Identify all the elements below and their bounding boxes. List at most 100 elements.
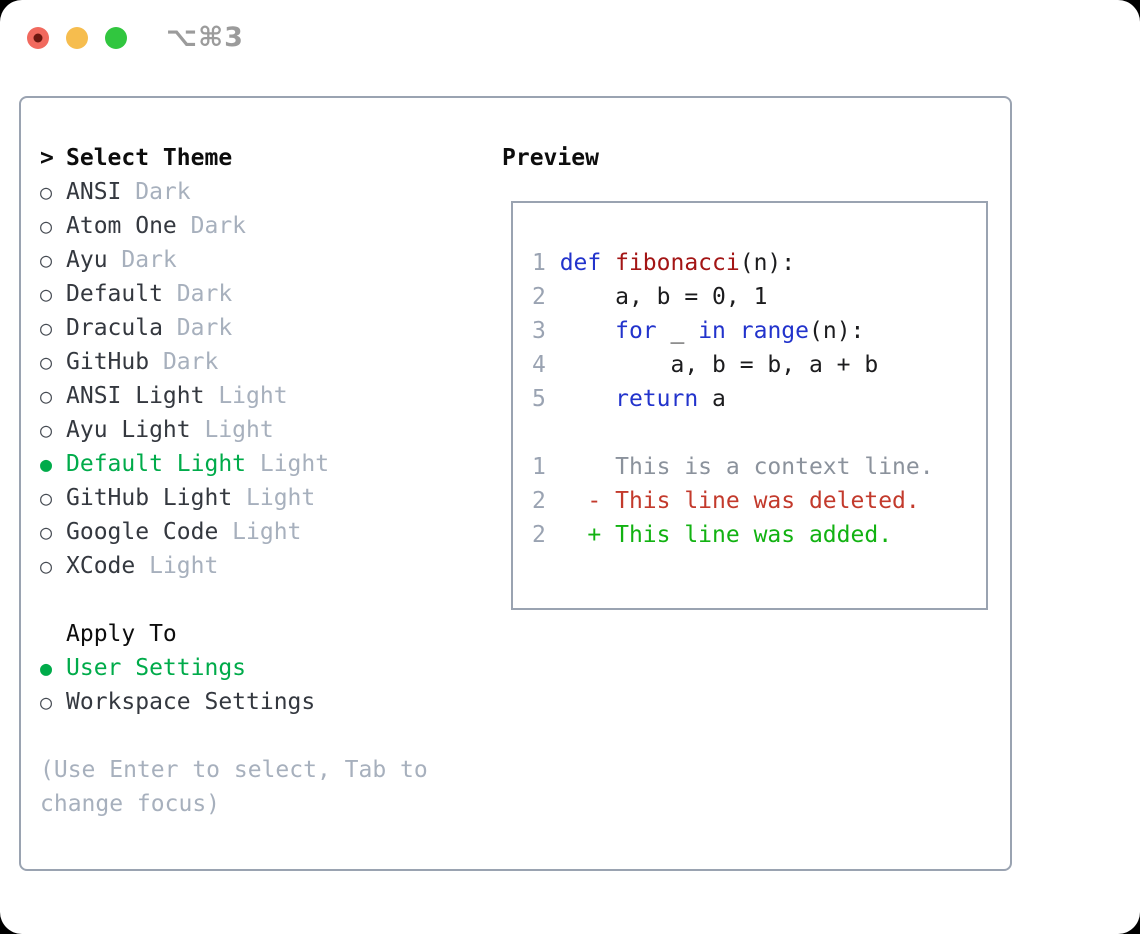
theme-option-ayu-light[interactable]: ○ Ayu Light Light (40, 413, 428, 447)
code-token: a, b = b, a + b (559, 352, 879, 378)
code-line: 1 This is a context line. (532, 450, 934, 484)
line-number: 1 (532, 250, 546, 276)
variant-tag: Dark (162, 349, 219, 375)
apply-to-option-workspace-settings[interactable]: ○ Workspace Settings (40, 685, 428, 719)
code-token: a, b = 0, 1 (559, 284, 768, 310)
preview-heading: Preview (502, 145, 599, 171)
close-button[interactable] (27, 27, 49, 49)
theme-option-label: Dracula (66, 315, 163, 341)
theme-option-github[interactable]: ○ GitHub Dark (40, 345, 428, 379)
theme-option-label: GitHub (66, 349, 150, 375)
hint-line: (Use Enter to select, Tab to (40, 757, 428, 783)
code-token: fibonacci (615, 250, 740, 276)
theme-option-label: ANSI (66, 179, 122, 205)
line-number: 2 (532, 284, 546, 310)
line-number: 5 (532, 386, 546, 412)
code-token: (n): (739, 250, 796, 276)
line-number: 3 (532, 318, 546, 344)
code-token: a (698, 386, 726, 412)
code-token: in (698, 318, 726, 344)
code-token: (n): (809, 318, 865, 344)
radio-icon: ○ (40, 350, 53, 374)
close-button-dot-icon (33, 33, 43, 43)
apply-to-heading: Apply To (40, 617, 428, 651)
variant-tag: Dark (176, 281, 233, 307)
code-line: 5 return a (532, 382, 934, 416)
minimize-button[interactable] (66, 27, 88, 49)
theme-option-label: ANSI Light (66, 383, 205, 409)
code-line: 2 + This line was added. (532, 518, 934, 552)
theme-option-label: Default Light (66, 451, 247, 477)
theme-option-dracula[interactable]: ○ Dracula Dark (40, 311, 428, 345)
traffic-lights (27, 27, 127, 49)
code-token: This is a context line. (559, 454, 934, 480)
radio-icon: ○ (40, 418, 53, 442)
theme-picker-heading-label: Select Theme (66, 145, 233, 171)
code-line: 2 - This line was deleted. (532, 484, 934, 518)
radio-icon: ○ (40, 690, 53, 714)
variant-tag: Light (204, 417, 274, 443)
cursor-marker-icon: > (40, 145, 54, 171)
apply-to-option-label: User Settings (66, 655, 247, 681)
code-token: + This line was added. (559, 522, 893, 548)
theme-option-atom-one[interactable]: ○ Atom One Dark (40, 209, 428, 243)
theme-option-label: Ayu (66, 247, 108, 273)
variant-tag: Dark (190, 213, 247, 239)
theme-option-github-light[interactable]: ○ GitHub Light Light (40, 481, 428, 515)
variant-tag: Light (259, 451, 330, 477)
code-line: 2 a, b = 0, 1 (532, 280, 934, 314)
selected-radio-icon: ● (40, 452, 53, 476)
theme-option-ansi[interactable]: ○ ANSI Dark (40, 175, 428, 209)
line-number: 4 (532, 352, 546, 378)
code-token: for (615, 318, 657, 344)
theme-option-label: XCode (66, 553, 136, 579)
theme-option-label: Atom One (66, 213, 177, 239)
variant-tag: Dark (135, 179, 191, 205)
theme-option-xcode[interactable]: ○ XCode Light (40, 549, 428, 583)
theme-option-default[interactable]: ○ Default Dark (40, 277, 428, 311)
radio-icon: ○ (40, 282, 53, 306)
apply-to-option-user-settings[interactable]: ●User Settings (40, 651, 428, 685)
radio-icon: ○ (40, 248, 53, 272)
radio-icon: ○ (40, 384, 53, 408)
line-number: 2 (532, 488, 546, 514)
theme-option-default-light[interactable]: ● Default Light Light (40, 447, 428, 481)
code-token: - This line was deleted. (559, 488, 920, 514)
radio-icon: ○ (40, 520, 53, 544)
theme-option-label: GitHub Light (66, 485, 233, 511)
apply-to-option-label: Workspace Settings (66, 689, 316, 715)
variant-tag: Light (218, 383, 288, 409)
window-title-shortcut: ⌥⌘3 (166, 22, 244, 53)
radio-icon: ○ (40, 180, 53, 204)
zoom-button[interactable] (105, 27, 127, 49)
code-token: range (739, 318, 809, 344)
theme-option-label: Ayu Light (66, 417, 191, 443)
spacer (40, 719, 428, 753)
hint-line: change focus) (40, 791, 221, 817)
variant-tag: Dark (176, 315, 233, 341)
line-number: 1 (532, 454, 546, 480)
line-number: 2 (532, 522, 546, 548)
code-line: 3 for _ in range(n): (532, 314, 934, 348)
radio-icon: ○ (40, 486, 53, 510)
code-token (560, 318, 615, 344)
code-token: _ (656, 318, 699, 344)
theme-option-ansi-light[interactable]: ○ ANSI Light Light (40, 379, 428, 413)
variant-tag: Light (149, 553, 219, 579)
radio-icon: ○ (40, 214, 53, 238)
titlebar: ⌥⌘3 (0, 0, 1140, 78)
hint-text: (Use Enter to select, Tab to (40, 753, 428, 787)
variant-tag: Light (246, 485, 316, 511)
radio-icon: ○ (40, 316, 53, 340)
theme-option-label: Default (66, 281, 163, 307)
spacer (40, 583, 428, 617)
radio-icon: ○ (40, 554, 53, 578)
